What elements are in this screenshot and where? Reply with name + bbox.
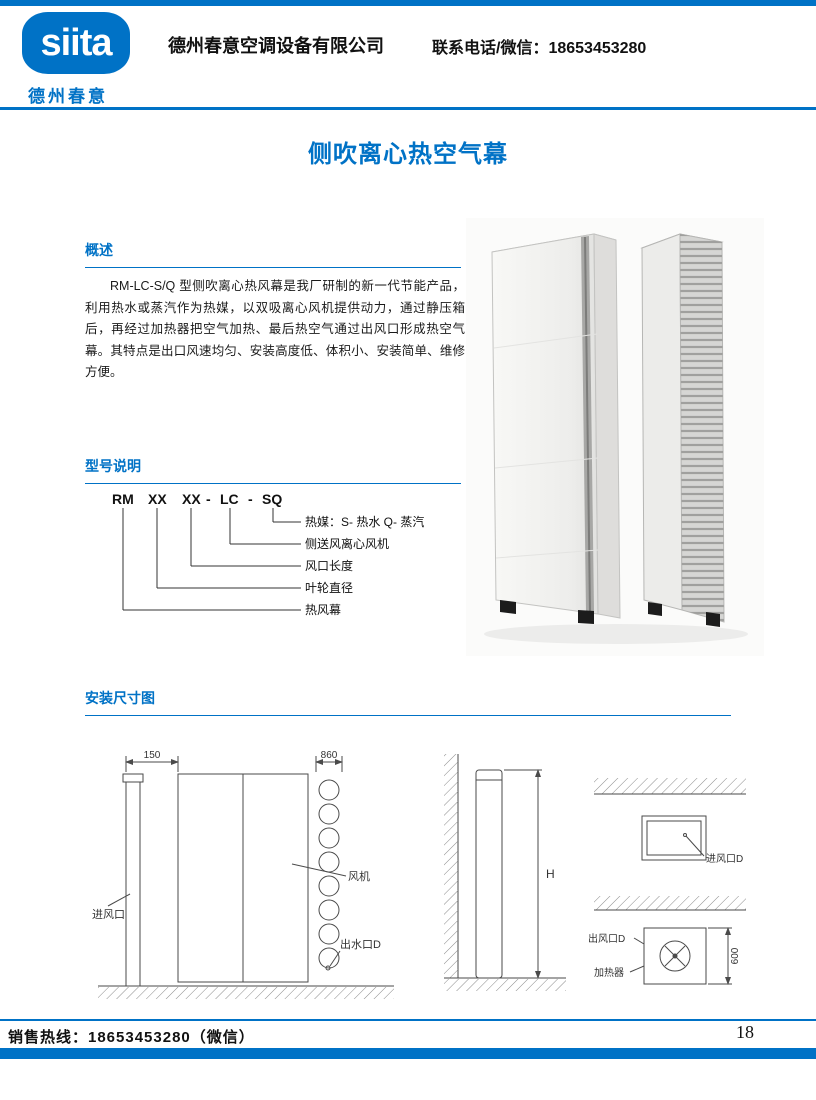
code-token: XX: [148, 491, 167, 507]
code-token: -: [248, 491, 253, 507]
air-curtain-unit-louvered: [640, 233, 725, 627]
top-border-bar: [0, 0, 816, 6]
drawing1-labels: 进风口 风机 出水口D: [92, 869, 381, 951]
model-code-leader-lines: [122, 508, 301, 611]
installation-drawing-elevation: H: [444, 754, 566, 991]
air-inlet-label: 进风口: [92, 908, 125, 921]
drawing1-dims: 150 860: [144, 750, 338, 761]
code-label-fan-type: 侧送风离心风机: [305, 536, 389, 551]
code-token: RM: [112, 491, 134, 507]
code-label-impeller-diameter: 叶轮直径: [305, 581, 353, 595]
drawing4-labels: 出风口D 加热器 600: [588, 932, 741, 979]
model-code-tokens: RM XX XX - LC - SQ: [112, 491, 282, 507]
drawing4-geometry: [594, 896, 746, 985]
code-token: -: [206, 491, 211, 507]
drawing1-geometry: [98, 756, 394, 999]
bottom-border-bar: [0, 1048, 816, 1059]
siita-logo: siita: [22, 12, 130, 74]
height-dim-label: H: [546, 867, 555, 881]
product-photo: [466, 218, 764, 656]
model-code-labels: 热媒：S- 热水 Q- 蒸汽 侧送风离心风机 风口长度 叶轮直径 热风幕: [305, 514, 424, 617]
code-label-air-curtain: 热风幕: [305, 603, 341, 617]
drawing2-geometry: [444, 754, 566, 991]
overview-paragraph: RM-LC-S/Q 型侧吹离心热风幕是我厂研制的新一代节能产品，利用热水或蒸汽作…: [85, 279, 465, 379]
dim-150-label: 150: [144, 750, 161, 761]
logo-text: siita: [40, 21, 112, 64]
sales-hotline: 销售热线：18653453280（微信）: [8, 1029, 255, 1046]
footer-divider: [0, 1019, 816, 1021]
heater-label: 加热器: [594, 966, 624, 979]
code-token: LC: [220, 491, 239, 507]
fan-label: 风机: [348, 869, 370, 883]
header-divider: [0, 107, 816, 110]
overview-heading: 概述: [85, 240, 461, 268]
air-outlet-d-label: 出风口D: [588, 932, 625, 945]
model-heading: 型号说明: [85, 456, 461, 484]
water-outlet-label: 出水口D: [340, 937, 381, 951]
photo-shadow: [484, 624, 748, 644]
code-token: XX: [182, 491, 201, 507]
inlet-d-label: 进风口D: [706, 853, 743, 865]
code-label-heat-medium: 热媒：S- 热水 Q- 蒸汽: [305, 514, 424, 529]
installation-drawing-outlet-detail: 出风口D 加热器 600: [588, 896, 746, 985]
logo-subtitle: 德州春意: [28, 87, 108, 106]
installation-drawing-section: 150 860 进风口 风机 出水口D: [92, 750, 394, 999]
code-label-outlet-length: 风口长度: [305, 558, 353, 573]
dim-860-label: 860: [321, 750, 338, 761]
installation-drawing-inlet-detail: 进风口D: [594, 778, 746, 865]
installation-heading: 安装尺寸图: [85, 688, 731, 716]
page-title: 侧吹离心热空气幕: [308, 141, 508, 168]
page-number: 18: [736, 1022, 754, 1042]
drawing3-geometry: [594, 778, 746, 861]
contact-phone: 联系电话/微信：18653453280: [432, 40, 647, 57]
code-token: SQ: [262, 491, 282, 507]
dim-600-label: 600: [730, 947, 741, 964]
air-curtain-unit-front: [491, 233, 621, 624]
company-name: 德州春意空调设备有限公司: [168, 36, 384, 56]
model-code-diagram: RM XX XX - LC - SQ 热媒：S- 热水 Q- 蒸汽 侧送风离心风…: [112, 491, 424, 617]
